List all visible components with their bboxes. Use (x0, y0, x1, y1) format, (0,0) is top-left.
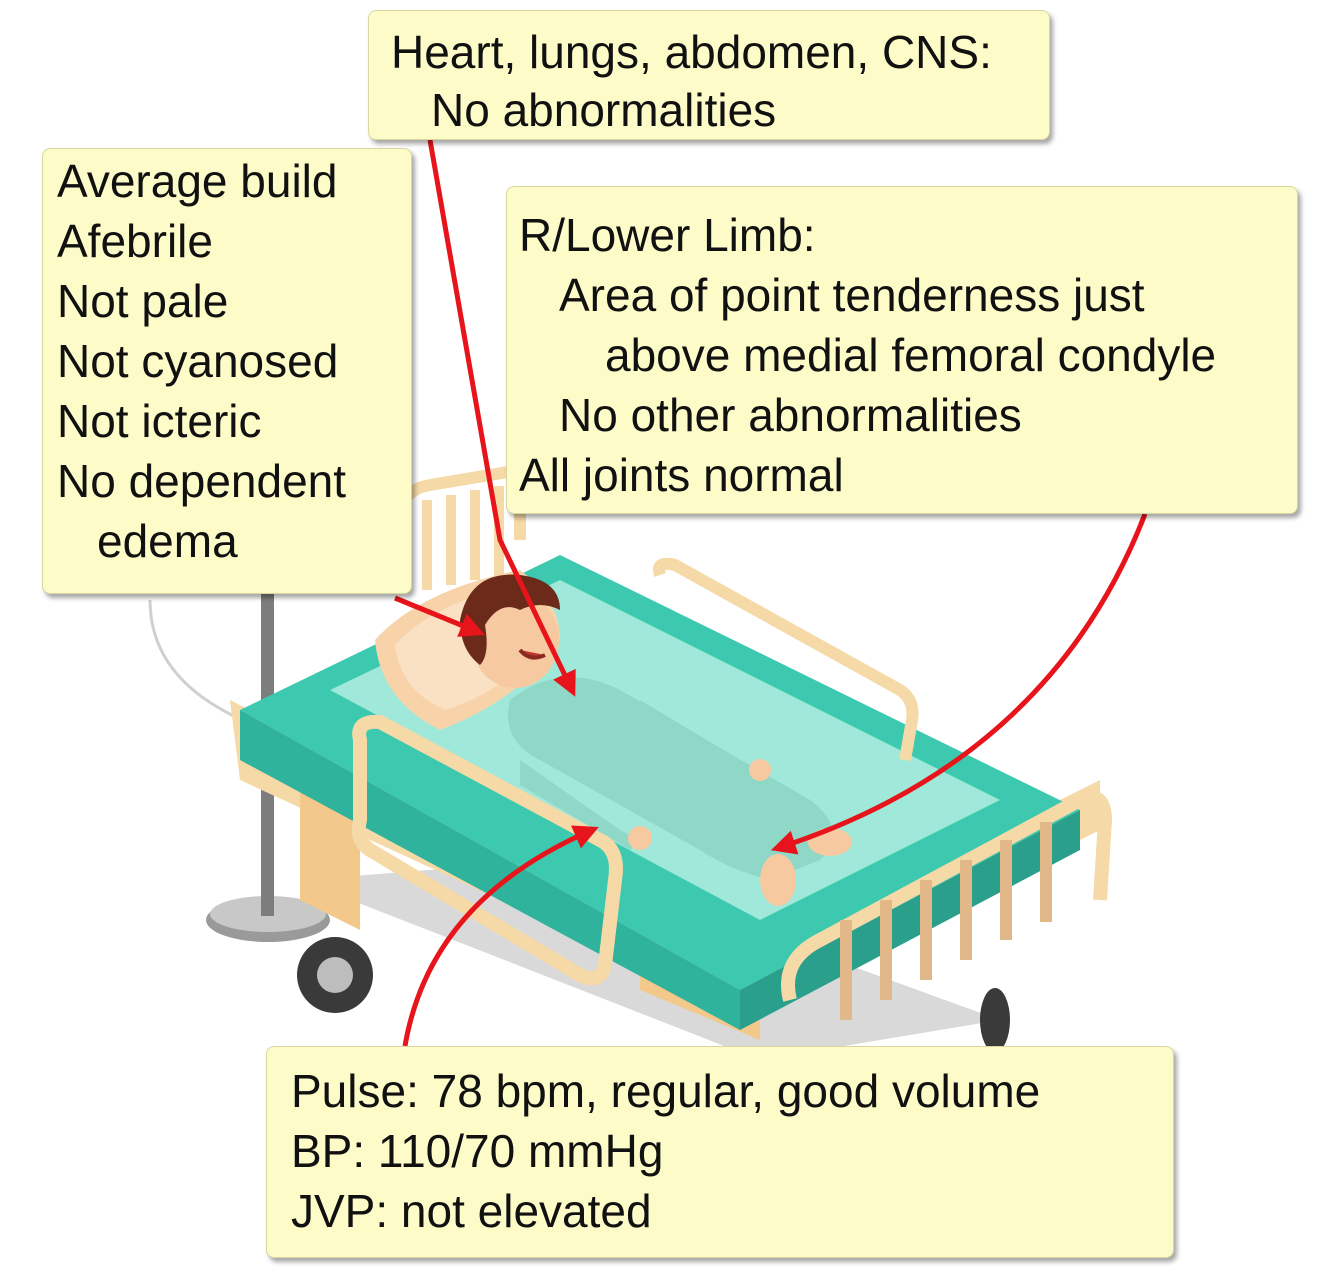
arrow-top-to-chest (427, 139, 576, 697)
callout-systemic-exam: Heart, lungs, abdomen, CNS: No abnormali… (368, 10, 1050, 140)
callout-line: Not cyanosed (57, 335, 339, 387)
bed-footboard (781, 790, 1113, 1020)
callout-vital-signs: Pulse: 78 bpm, regular, good volume BP: … (266, 1046, 1174, 1258)
callout-line: Area of point tenderness just (559, 269, 1145, 321)
bed-wheels (297, 937, 1010, 1052)
callout-general-exam: Average build Afebrile Not pale Not cyan… (42, 148, 412, 594)
callout-line: Average build (57, 155, 338, 207)
callout-line: Pulse: 78 bpm, regular, good volume (291, 1065, 1041, 1117)
arrow-left-to-head (394, 595, 485, 637)
bed-headboard (394, 462, 526, 590)
arrow-bottom-to-wrist (402, 825, 599, 1047)
callout-line: No dependent (57, 455, 347, 507)
callout-line: No abnormalities (431, 84, 777, 136)
arrow-right-to-knee (770, 513, 1148, 855)
callout-line: JVP: not elevated (291, 1185, 652, 1237)
callout-line: Afebrile (57, 215, 213, 267)
callout-line: R/Lower Limb: (519, 209, 816, 261)
callout-line: edema (97, 515, 238, 567)
callout-lower-limb-exam: R/Lower Limb: Area of point tenderness j… (506, 186, 1298, 514)
callout-line: above medial femoral condyle (605, 329, 1217, 381)
callout-line: Not icteric (57, 395, 262, 447)
callout-line: Not pale (57, 275, 229, 327)
callout-line: Heart, lungs, abdomen, CNS: (391, 26, 992, 78)
callout-line: No other abnormalities (559, 389, 1022, 441)
annotation-arrows (394, 139, 1148, 1047)
bed-side-rails (351, 557, 919, 986)
patient-figure (460, 574, 852, 906)
callout-line: BP: 110/70 mmHg (291, 1125, 664, 1177)
callout-line: All joints normal (519, 449, 844, 501)
